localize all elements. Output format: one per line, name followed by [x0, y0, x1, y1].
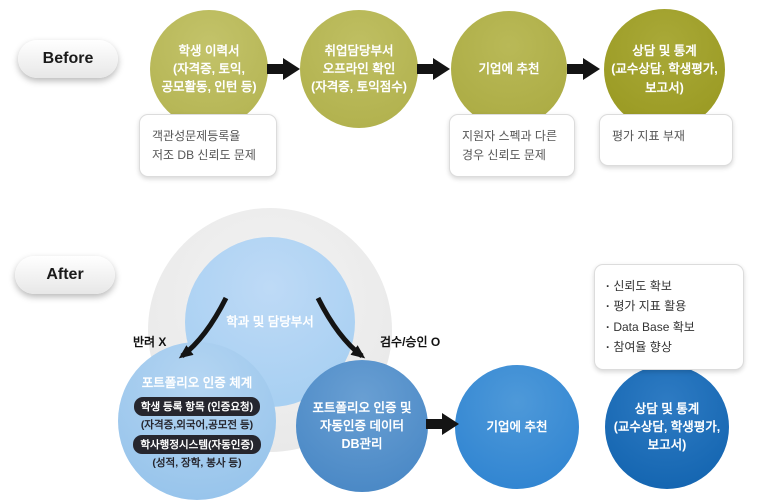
before-note-db-reliability: 객관성문제등록율 저조 DB 신뢰도 문제	[139, 114, 277, 178]
after-pill-label: After	[46, 266, 84, 283]
label-line: 기업에 추천	[478, 61, 540, 76]
benefit-item: 참여율 향상	[606, 337, 732, 357]
label-line: 공모활동, 인턴 등)	[161, 80, 257, 95]
after-counsel-stats-circle: 상담 및 통계 (교수상담, 학생평가, 보고서)	[605, 365, 729, 489]
before-pill: Before	[18, 40, 118, 78]
arrow-right-icon	[426, 413, 459, 435]
label-line: (자격증, 토익점수)	[311, 80, 407, 95]
before-pill-label: Before	[42, 50, 94, 67]
label-line: (자격증, 토익,	[172, 61, 246, 76]
before-step-recommend-circle: 기업에 추천	[451, 11, 567, 127]
academic-system-sub: (성적, 장학, 봉사 등)	[152, 457, 242, 469]
label-line: 오프라인 확인	[322, 61, 396, 76]
approve-label: 검수/승인 O	[380, 335, 441, 349]
after-benefits-note: 신뢰도 확보 평가 지표 활용 Data Base 확보 참여율 향상	[594, 264, 744, 370]
after-portfolio-cert-circle: 포트폴리오 인증 체계 학생 등록 항목 (인증요청) (자격증,외국어,공모전…	[118, 342, 276, 500]
label-line: 보고서)	[645, 80, 684, 95]
label-line: (교수상담, 학생평가,	[613, 419, 721, 434]
reject-label: 반려 X	[133, 335, 167, 349]
note-line: 객관성문제등록율	[152, 129, 241, 143]
after-db-management-circle: 포트폴리오 인증 및 자동인증 데이터 DB관리	[296, 360, 428, 492]
arrow-right-icon	[267, 58, 300, 80]
before-note-spec-mismatch: 지원자 스펙과 다른 경우 신뢰도 문제	[449, 114, 575, 178]
arrow-bar	[567, 64, 584, 74]
before-step-student-resume-circle: 학생 이력서 (자격증, 토익, 공모활동, 인턴 등)	[150, 10, 268, 128]
note-line: 평가 지표 부재	[612, 129, 685, 143]
label-line: 학과 및 담당부서	[226, 314, 314, 329]
label-line: DB관리	[341, 437, 383, 452]
before-step-counsel-stats-circle: 상담 및 통계 (교수상담, 학생평가, 보고서)	[604, 9, 725, 130]
label-line: 상담 및 통계	[632, 44, 697, 59]
arrow-bar	[426, 419, 443, 429]
benefit-item: 신뢰도 확보	[606, 276, 732, 296]
label-line: 자동인증 데이터	[320, 418, 404, 433]
label-line: 보고서)	[647, 438, 687, 453]
before-note-no-metrics: 평가 지표 부재	[599, 114, 733, 166]
arrow-head	[583, 58, 600, 80]
arrow-right-icon	[417, 58, 450, 80]
portfolio-title: 포트폴리오 인증 체계	[141, 376, 253, 390]
label-line: 포트폴리오 인증 및	[312, 400, 412, 415]
student-registration-sub: (자격증,외국어,공모전 등)	[140, 419, 254, 431]
after-recommend-circle: 기업에 추천	[455, 365, 579, 489]
label-line: 기업에 추천	[486, 419, 548, 434]
benefit-item: 평가 지표 활용	[606, 296, 732, 316]
label-line: (교수상담, 학생평가,	[611, 62, 718, 77]
benefit-item: Data Base 확보	[606, 317, 732, 337]
student-registration-box: 학생 등록 항목 (인증요청)	[133, 397, 261, 416]
before-step-offline-check-circle: 취업담당부서 오프라인 확인 (자격증, 토익점수)	[300, 10, 418, 128]
arrow-head	[433, 58, 450, 80]
note-line: 저조 DB 신뢰도 문제	[152, 147, 256, 162]
arrow-bar	[417, 64, 434, 74]
label-line: 상담 및 통계	[634, 401, 700, 416]
academic-system-box: 학사행정시스템(자동인증)	[133, 435, 261, 454]
label-line: 취업담당부서	[324, 43, 394, 58]
arrow-head	[442, 413, 459, 435]
arrow-right-icon	[567, 58, 600, 80]
arrow-bar	[267, 64, 284, 74]
note-line: 지원자 스펙과 다른	[462, 129, 557, 143]
note-line: 경우 신뢰도 문제	[462, 147, 546, 162]
label-line: 학생 이력서	[178, 43, 240, 58]
arrow-head	[283, 58, 300, 80]
after-pill: After	[15, 256, 115, 294]
